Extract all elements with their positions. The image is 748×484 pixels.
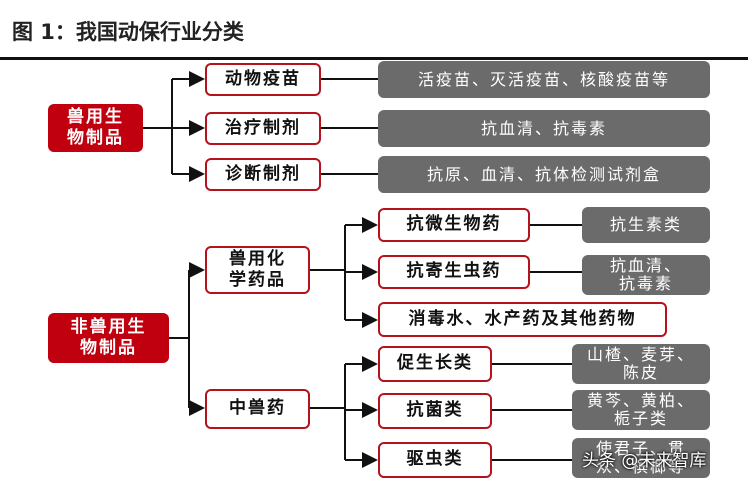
node-dewormer-label: 驱虫类: [406, 449, 464, 470]
detail-antibacterial-text: 黄芩、黄柏、 栀子类: [586, 390, 695, 428]
detail-vaccine-text: 活疫苗、灭活疫苗、核酸疫苗等: [417, 69, 670, 89]
detail-antiparasitic: 抗血清、 抗毒素: [582, 255, 710, 295]
node-chem: 兽用化 学药品: [205, 246, 310, 294]
node-vaccine-label: 动物疫苗: [225, 68, 301, 89]
node-growth-label: 促生长类: [397, 353, 473, 374]
node-therapy: 治疗制剂: [205, 112, 321, 145]
figure-title: 图 1：我国动保行业分类: [12, 20, 244, 44]
node-antimicrobial-label: 抗微生物药: [406, 214, 502, 235]
title-rule: [0, 57, 748, 60]
detail-antiparasitic-text: 抗血清、 抗毒素: [609, 255, 682, 293]
node-antibacterial-label: 抗菌类: [406, 400, 464, 421]
node-antimicrobial: 抗微生物药: [378, 208, 530, 242]
node-growth: 促生长类: [378, 346, 492, 382]
node-vet-bio-label: 兽用生 物制品: [67, 106, 124, 148]
detail-antimicrobial-text: 抗生素类: [609, 215, 682, 234]
detail-vaccine: 活疫苗、灭活疫苗、核酸疫苗等: [378, 61, 710, 98]
node-disinfectant-label: 消毒水、水产药及其他药物: [408, 308, 637, 329]
node-antibacterial: 抗菌类: [378, 393, 492, 429]
detail-therapy-text: 抗血清、抗毒素: [480, 118, 607, 138]
detail-dewormer-text: 使君子、贯 众、槟榔等: [595, 438, 686, 476]
detail-growth-text: 山楂、麦芽、 陈皮: [586, 344, 695, 382]
node-tcm-label: 中兽药: [229, 398, 286, 419]
detail-therapy: 抗血清、抗毒素: [378, 110, 710, 147]
detail-growth: 山楂、麦芽、 陈皮: [572, 344, 710, 384]
node-disinfectant: 消毒水、水产药及其他药物: [378, 302, 667, 337]
node-antiparasitic: 抗寄生虫药: [378, 255, 530, 289]
node-chem-label: 兽用化 学药品: [229, 248, 286, 290]
detail-diagnosis: 抗原、血清、抗体检测试剂盒: [378, 156, 710, 193]
node-diagnosis: 诊断制剂: [205, 158, 321, 191]
node-tcm: 中兽药: [205, 389, 310, 429]
node-dewormer: 驱虫类: [378, 442, 492, 478]
detail-antibacterial: 黄芩、黄柏、 栀子类: [572, 390, 710, 430]
node-diagnosis-label: 诊断制剂: [225, 163, 301, 184]
detail-diagnosis-text: 抗原、血清、抗体检测试剂盒: [426, 164, 661, 184]
detail-dewormer: 使君子、贯 众、槟榔等: [572, 438, 710, 478]
node-nonvet-bio: 非兽用生 物制品: [48, 313, 169, 363]
node-vaccine: 动物疫苗: [205, 63, 321, 96]
node-antiparasitic-label: 抗寄生虫药: [406, 261, 502, 282]
watermark: 头条 @未来智库: [582, 451, 707, 471]
node-nonvet-bio-label: 非兽用生 物制品: [70, 316, 147, 358]
node-vet-bio: 兽用生 物制品: [48, 104, 143, 152]
node-therapy-label: 治疗制剂: [225, 117, 301, 138]
detail-antimicrobial: 抗生素类: [582, 207, 710, 243]
